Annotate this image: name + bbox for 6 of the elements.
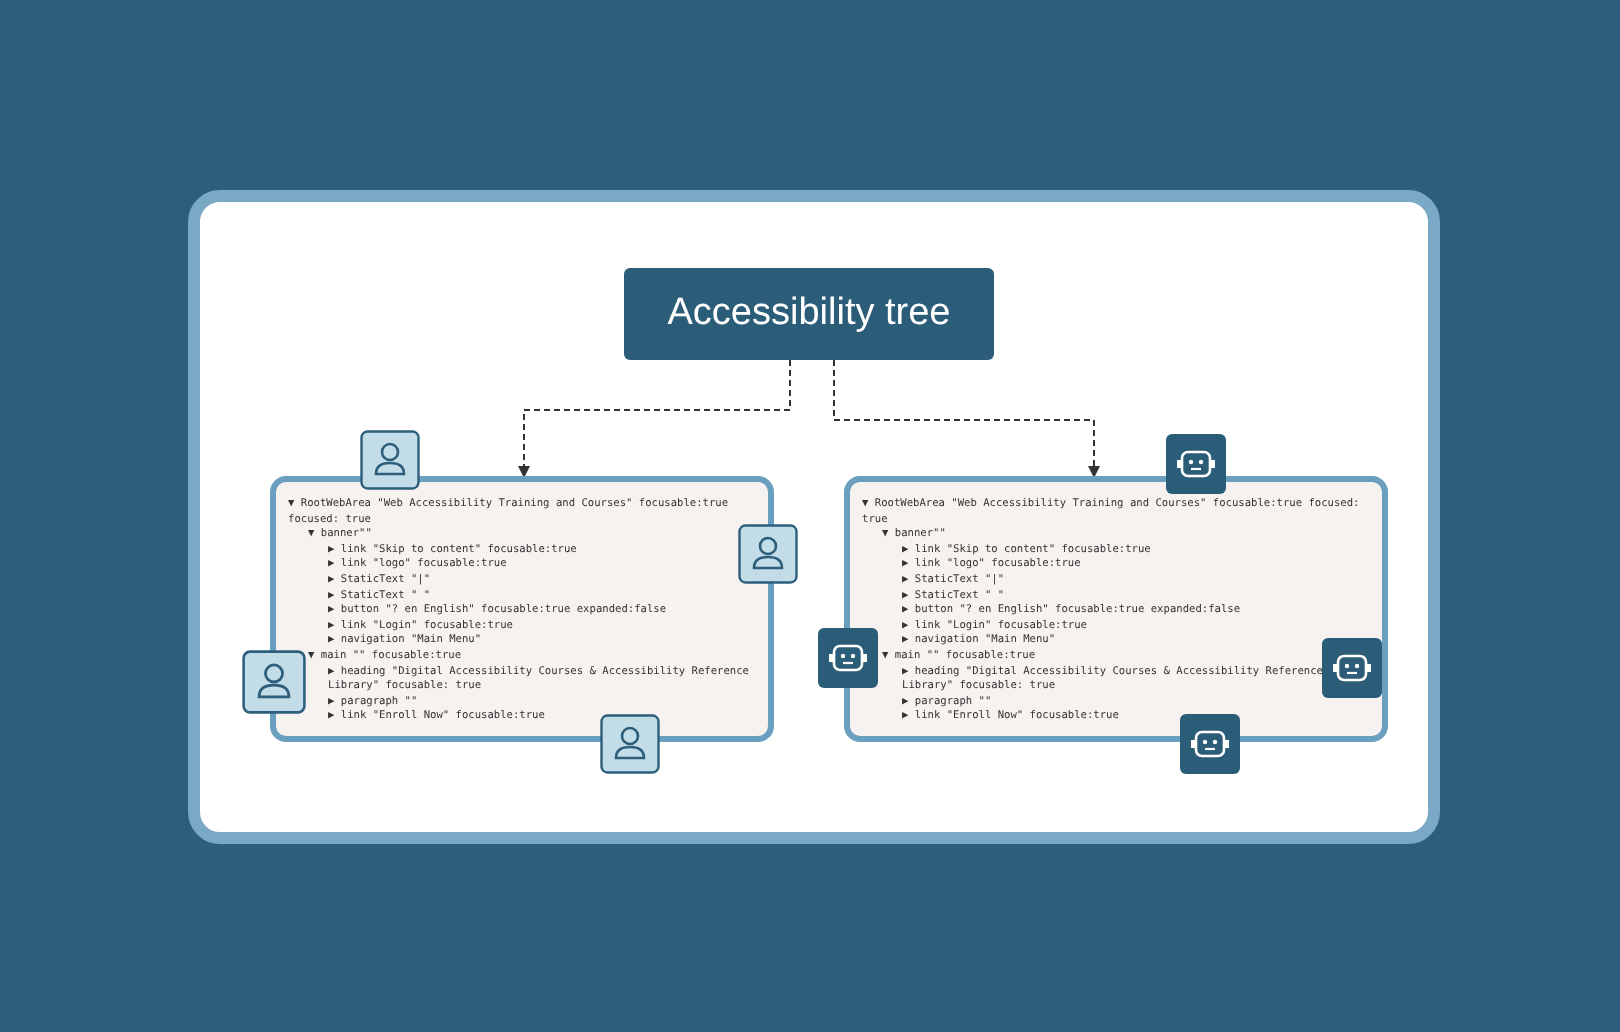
- title-box: [624, 268, 994, 360]
- dashed-arrow: [518, 359, 791, 478]
- title-text: Accessibility tree: [667, 292, 951, 336]
- dashed-arrow: [833, 359, 1100, 478]
- code-panel: [844, 476, 1388, 742]
- code-panel: [270, 476, 774, 742]
